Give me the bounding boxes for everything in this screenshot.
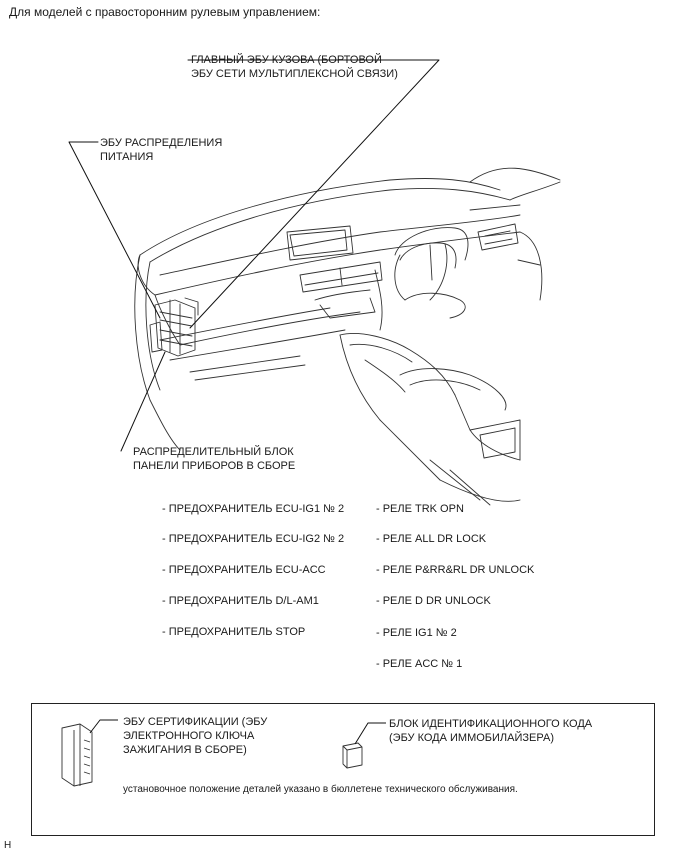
relay-item: - РЕЛЕ IG1 № 2 [376, 627, 457, 639]
certification-ecu-label: ЭБУ СЕРТИФИКАЦИИ (ЭБУ ЭЛЕКТРОННОГО КЛЮЧА… [123, 716, 268, 756]
id-code-box-label: БЛОК ИДЕНТИФИКАЦИОННОГО КОДА (ЭБУ КОДА И… [389, 718, 593, 744]
relay-item: - РЕЛЕ ALL DR LOCK [376, 533, 487, 545]
legend-box [31, 703, 655, 836]
junction-block-label: РАСПРЕДЕЛИТЕЛЬНЫЙ БЛОК ПАНЕЛИ ПРИБОРОВ В… [133, 446, 296, 472]
relay-item: - РЕЛЕ P&RR&RL DR UNLOCK [376, 564, 535, 576]
relay-item: - РЕЛЕ D DR UNLOCK [376, 595, 491, 607]
fuse-item: - ПРЕДОХРАНИТЕЛЬ ECU-ACC [162, 564, 326, 576]
id-code-box-icon [342, 742, 363, 769]
main-body-ecu-label: ГЛАВНЫЙ ЭБУ КУЗОВА (БОРТОВОЙ ЭБУ СЕТИ МУ… [191, 54, 398, 80]
fuse-item: - ПРЕДОХРАНИТЕЛЬ ECU-IG1 № 2 [162, 503, 345, 515]
fuse-item: - ПРЕДОХРАНИТЕЛЬ D/L-AM1 [162, 595, 319, 607]
relay-item: - РЕЛЕ TRK OPN [376, 503, 464, 515]
certification-ecu-icon [61, 723, 93, 787]
fuse-item: - ПРЕДОХРАНИТЕЛЬ ECU-IG2 № 2 [162, 533, 345, 545]
relay-item: - РЕЛЕ ACC № 1 [376, 658, 463, 670]
installation-note: установочное положение деталей указано в… [123, 784, 518, 795]
corner-mark: H [4, 840, 12, 851]
power-distribution-ecu-label: ЭБУ РАСПРЕДЕЛЕНИЯ ПИТАНИЯ [100, 137, 223, 163]
fuse-item: - ПРЕДОХРАНИТЕЛЬ STOP [162, 626, 306, 638]
page-heading: Для моделей с правосторонним рулевым упр… [9, 5, 321, 19]
